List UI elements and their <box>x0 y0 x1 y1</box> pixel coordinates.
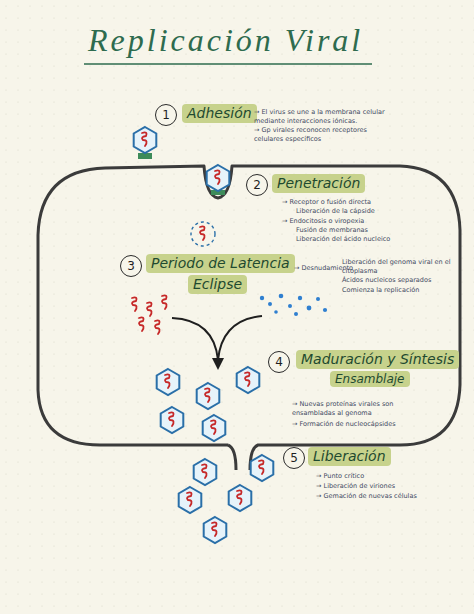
callout-number: 4 <box>268 351 290 373</box>
step-note: → Punto crítico <box>316 472 426 481</box>
step-heading: Maduración y Síntesis <box>296 350 459 369</box>
callout-number: 2 <box>246 174 268 196</box>
step-note: Fusión de membranas <box>296 226 396 235</box>
step-note: Ácidos nucleicos separados <box>342 276 457 285</box>
step-note: → Formación de nucleocápsides <box>292 420 417 429</box>
step-note: → El virus se une a la membrana celular … <box>254 108 394 126</box>
step-note: → Liberación de viriones <box>316 482 426 491</box>
step-note: → Gemación de nuevas células <box>316 492 426 501</box>
step-heading: Liberación <box>308 447 391 466</box>
step-heading: Adhesión <box>182 104 257 123</box>
step-note: Liberación de la cápside <box>296 207 396 216</box>
step-note: → Receptor o fusión directa <box>282 198 392 207</box>
step-heading: Penetración <box>272 174 365 193</box>
step-heading: Ensamblaje <box>330 371 410 387</box>
callout-number: 1 <box>155 104 177 126</box>
step-heading: Periodo de Latencia <box>146 254 295 273</box>
step-heading: Eclipse <box>188 275 247 294</box>
step-note: → Endocitosis o viropexia <box>282 217 392 226</box>
callout-number: 5 <box>283 447 305 469</box>
page-title: Replicación Viral <box>88 22 363 59</box>
step-note: → Gp virales reconocen receptores celula… <box>254 126 394 144</box>
step-note: Comienza la replicación <box>342 286 457 295</box>
callout-number: 3 <box>120 255 142 277</box>
step-note: → Nuevas proteínas virales son ensamblad… <box>292 400 417 418</box>
step-note: Liberación del genoma viral en el citopl… <box>342 258 457 276</box>
step-note: Liberación del ácido nucleico <box>296 235 406 244</box>
